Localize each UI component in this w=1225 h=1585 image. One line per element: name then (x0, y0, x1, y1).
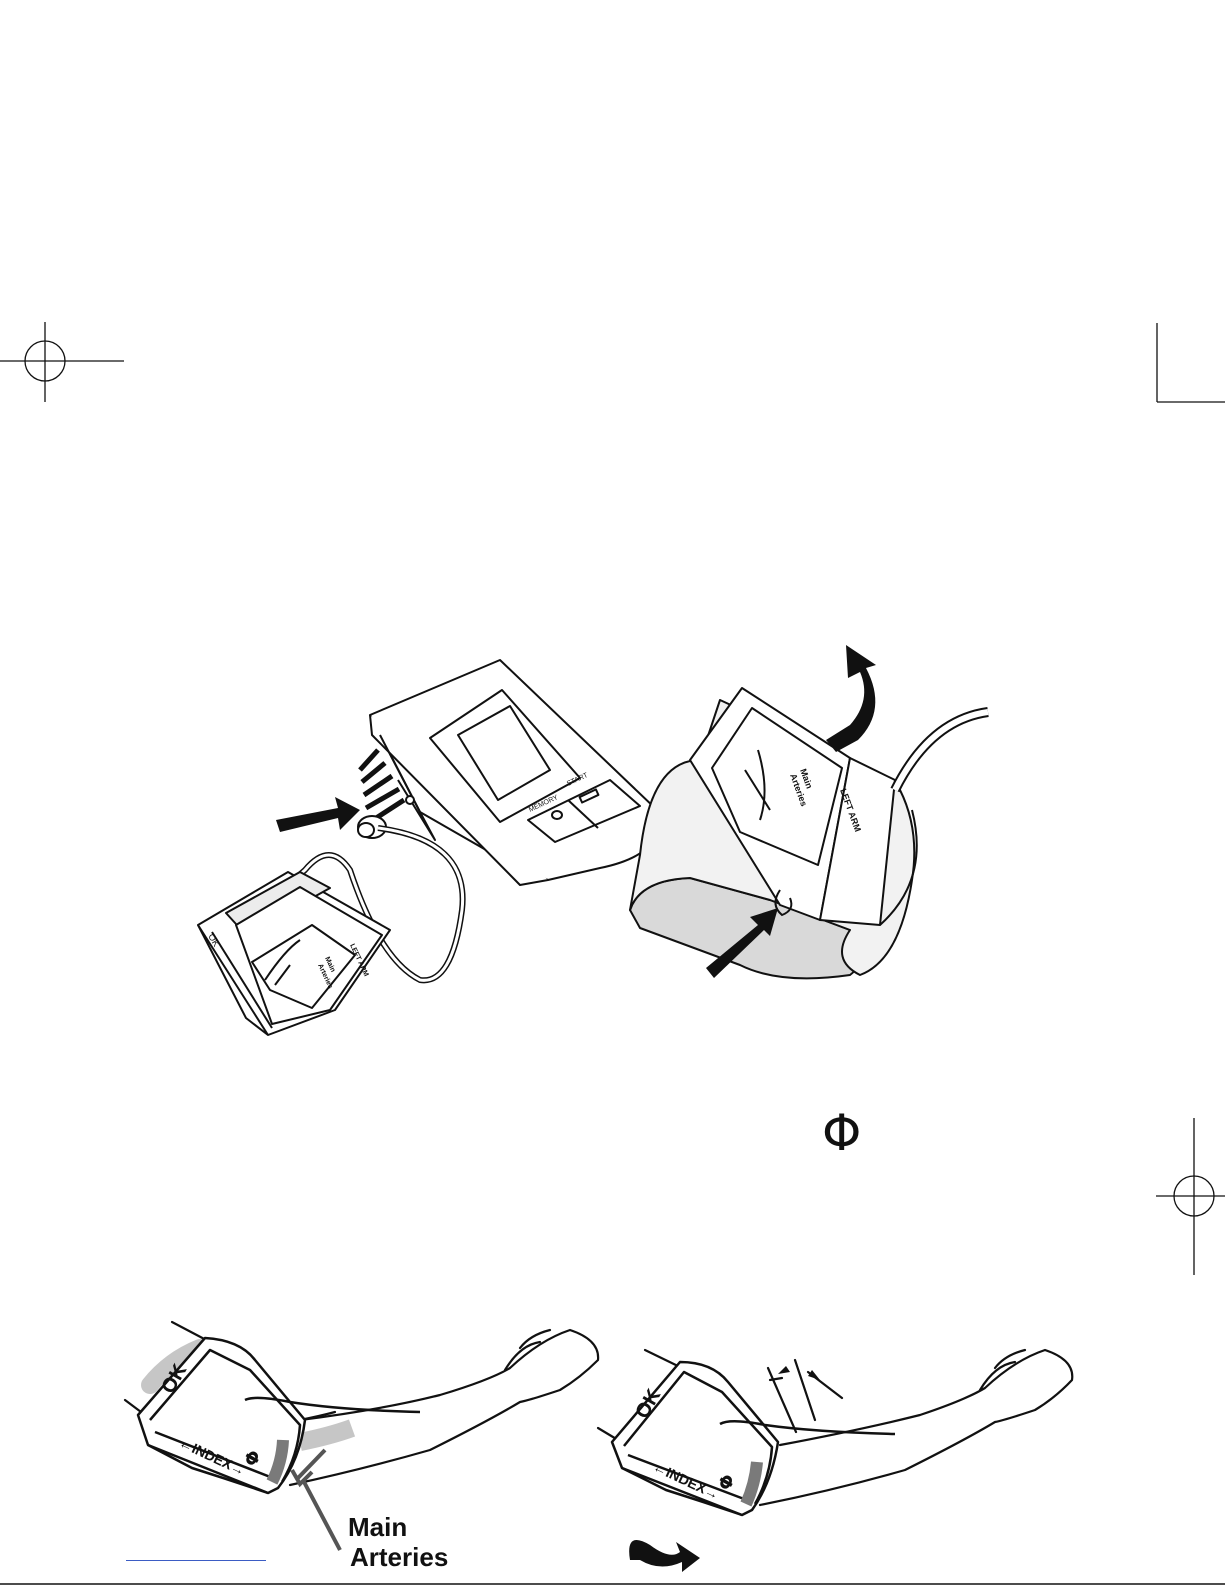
footer-link-underline (126, 1560, 266, 1561)
main-arteries-label-line2: Arteries (350, 1542, 448, 1572)
arm-cuff-figure-right (598, 1350, 1072, 1572)
wrap-arrow-light-bottom (300, 1428, 352, 1442)
main-arteries-label-line1: Main (348, 1512, 407, 1542)
wrap-arrow-bottom (629, 1540, 700, 1572)
